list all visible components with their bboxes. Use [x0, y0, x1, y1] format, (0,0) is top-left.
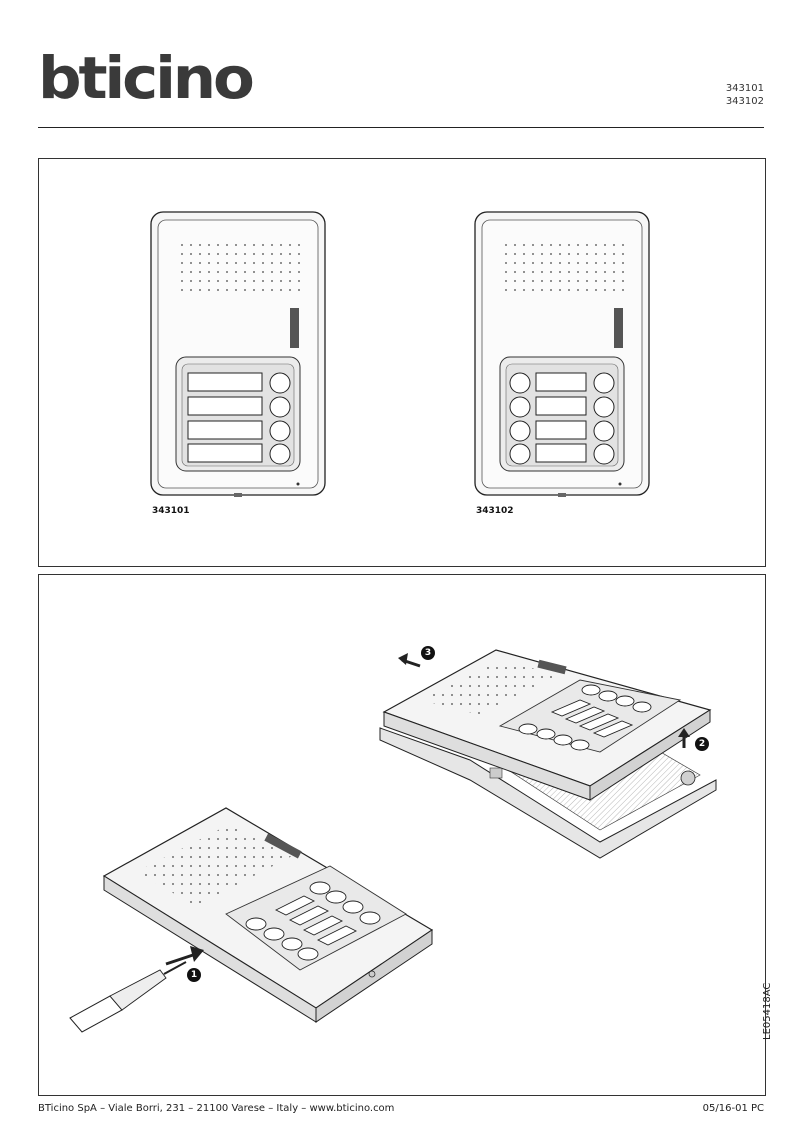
- product-codes: 343101 343102: [726, 82, 764, 108]
- product-code-1: 343101: [725, 83, 764, 94]
- product-code-2: 343102: [725, 96, 764, 107]
- unit-343102-front-view: [474, 211, 650, 497]
- document-code: LE05418AC: [762, 982, 773, 1040]
- header-divider: [38, 127, 764, 128]
- unit-closed-view: [69, 807, 434, 1033]
- caption-343101: 343101: [152, 506, 190, 516]
- step-label-3: 3: [424, 648, 432, 658]
- brand-logo: bticino: [38, 44, 255, 112]
- caption-343102: 343102: [476, 506, 514, 516]
- footer-company: BTicino SpA – Viale Borri, 231 – 21100 V…: [38, 1103, 395, 1114]
- unit-343101-front-view: [150, 211, 326, 497]
- step-badge-3: [421, 646, 435, 660]
- footer-date: 05/16-01 PC: [702, 1103, 764, 1114]
- step-badge-1: [187, 968, 201, 982]
- step-label-2: 2: [698, 739, 706, 749]
- unit-opened-view: [379, 649, 717, 859]
- step-badge-2: [695, 737, 709, 751]
- step-label-1: 1: [190, 970, 198, 980]
